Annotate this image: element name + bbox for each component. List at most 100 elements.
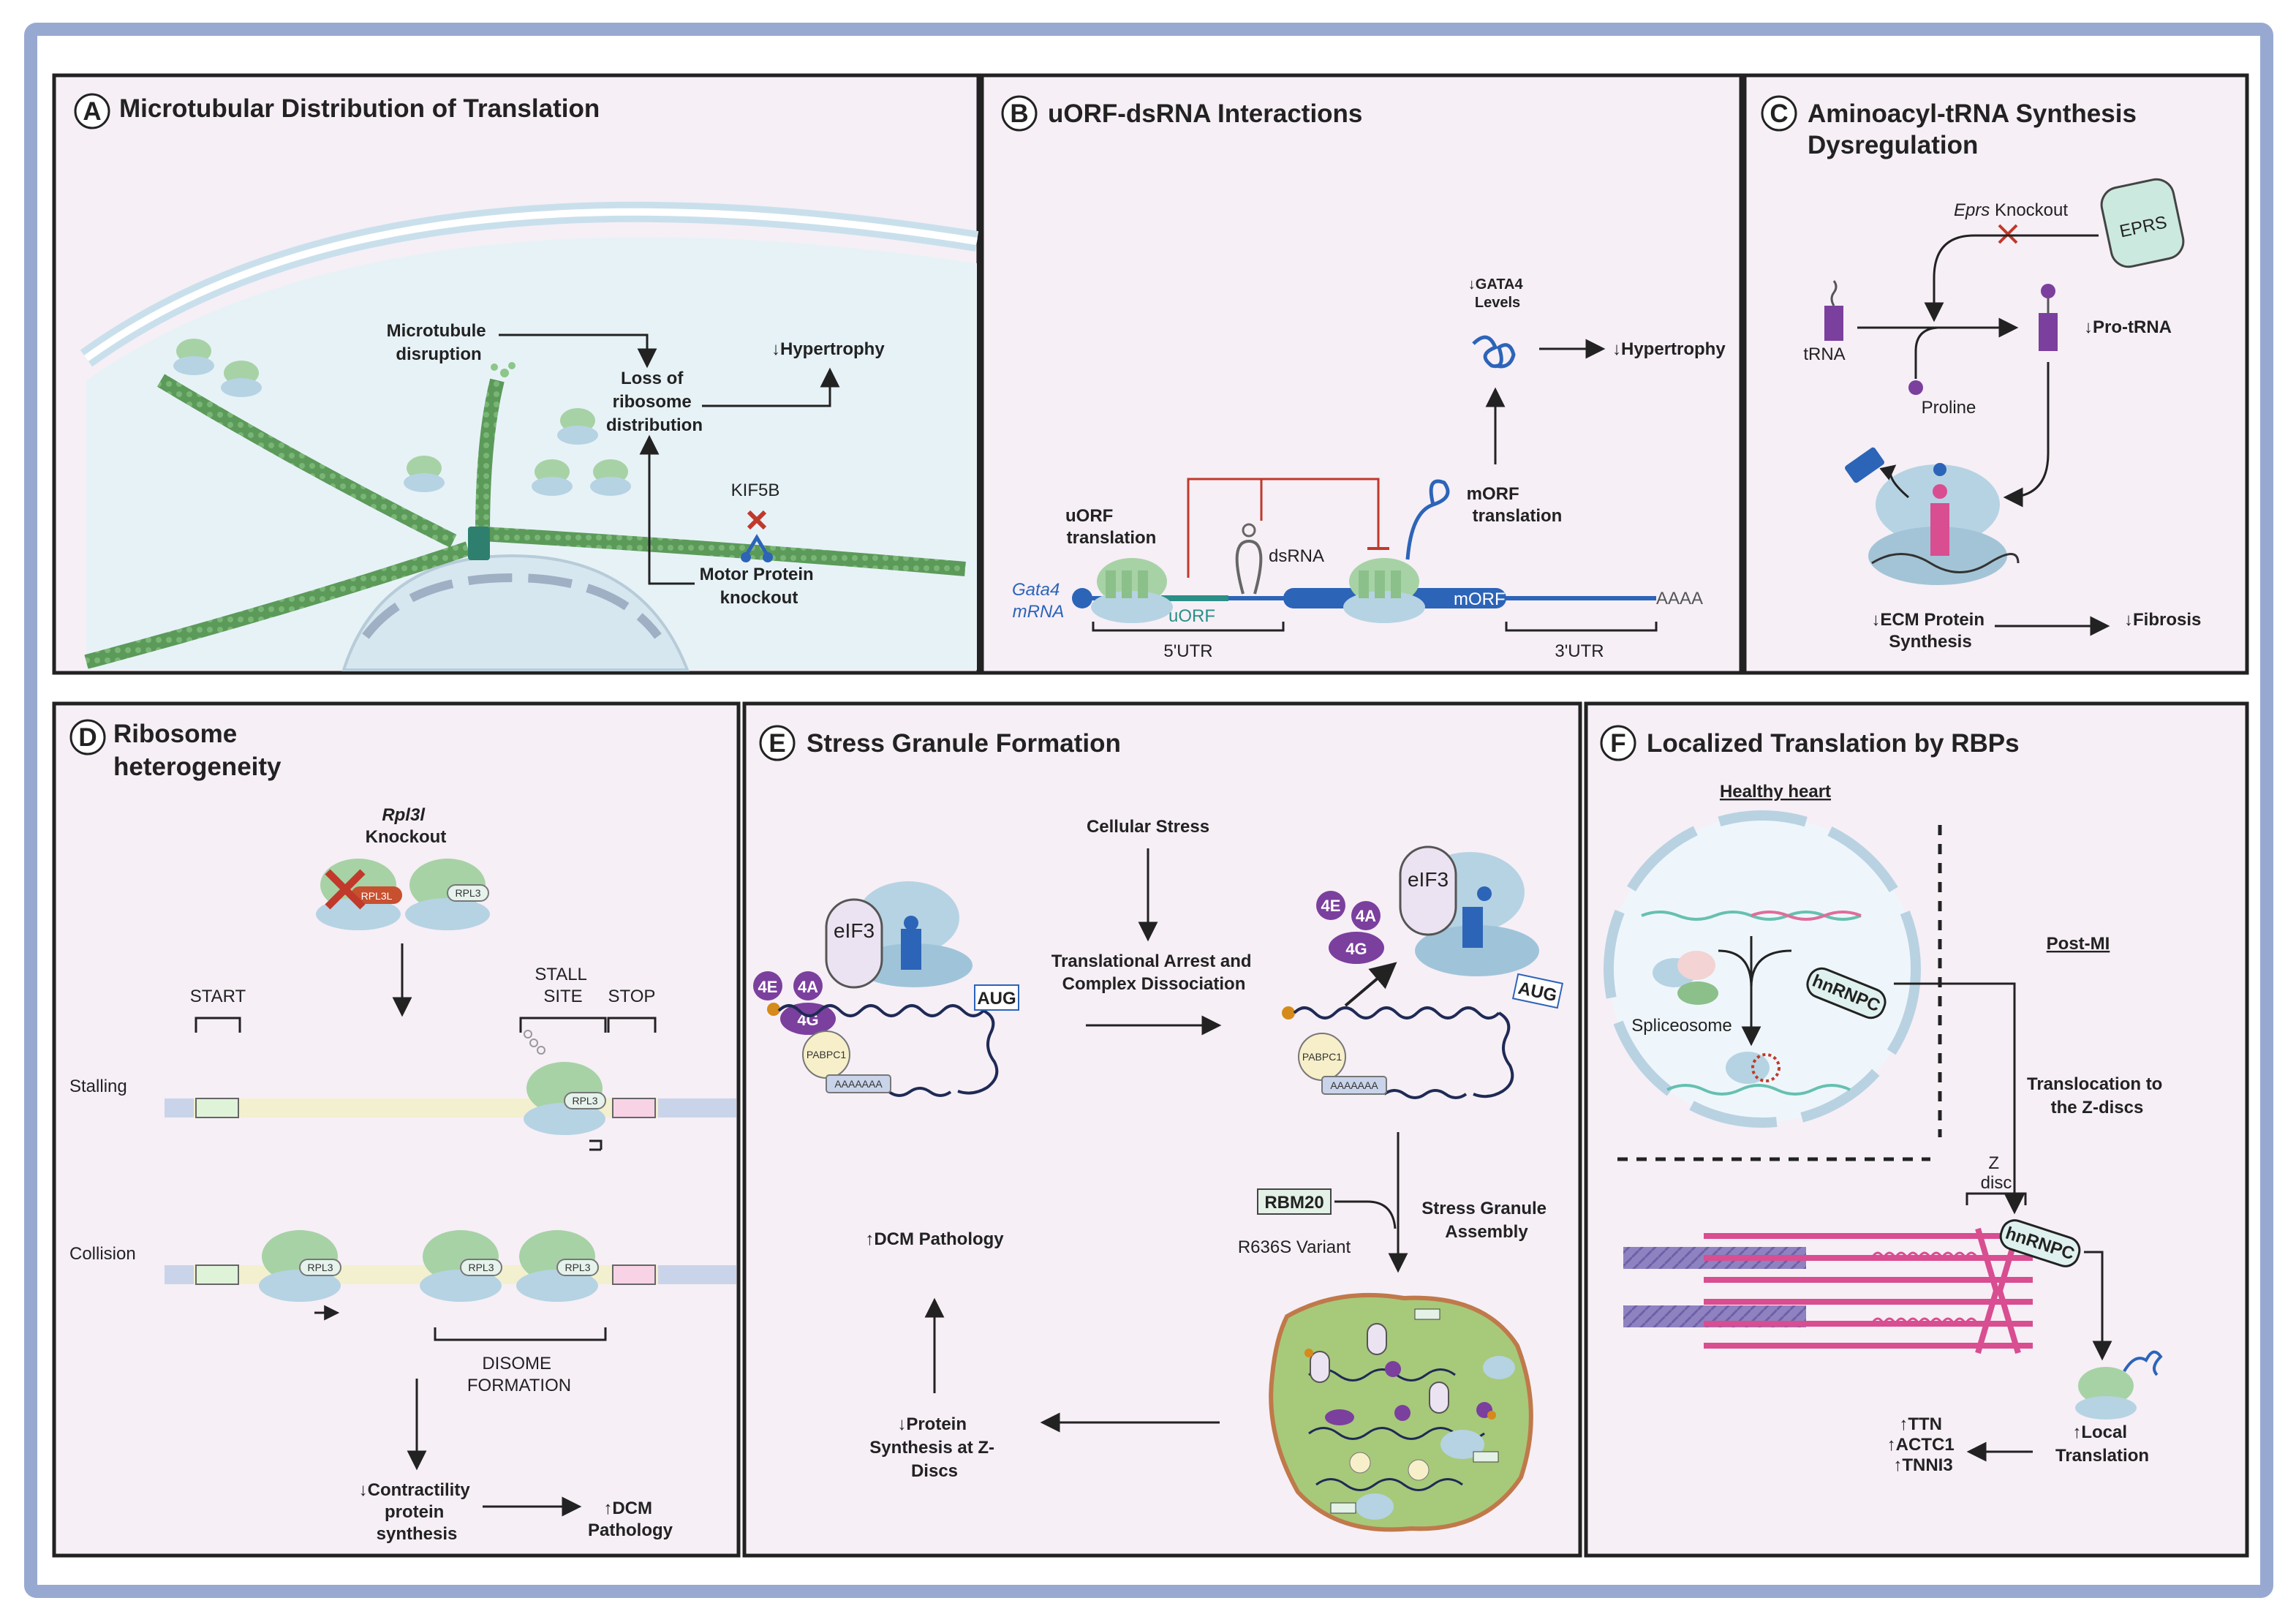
panel-d: D Ribosome heterogeneity Rpl3l Knockout … (52, 701, 741, 1558)
spliced-mrna-complex-icon (1666, 1052, 1851, 1096)
svg-text:RPL3: RPL3 (307, 1262, 333, 1273)
stop-codon (612, 1098, 656, 1118)
start-label: START (190, 987, 246, 1006)
svg-text:AAAAAAA: AAAAAAA (1330, 1079, 1378, 1091)
kif5b-motor-icon (741, 510, 773, 562)
polya-label: AAAA (1656, 589, 1703, 608)
initiation-complex-left: eIF3 4E 4A 4G AUG PABPC1 AAAAAAA (753, 881, 1019, 1097)
spliceosome-icon (1653, 951, 1718, 1005)
pro-trna-icon (2039, 313, 2058, 351)
aug-box (974, 984, 1019, 1011)
panel-e-badge (759, 725, 796, 761)
uorf-label: uORF (1168, 606, 1215, 626)
svg-text:RPL3: RPL3 (468, 1262, 494, 1273)
panel-d-title: Ribosome heterogeneity (113, 720, 282, 781)
stall-bracket (519, 1017, 607, 1033)
healthy-heart-label: Healthy heart (1720, 782, 1831, 802)
panel-e: E Stress Granule Formation eIF3 4E 4A 4G… (742, 701, 1582, 1558)
ribosome-local-icon (2075, 1350, 2163, 1420)
ribosome-morf-icon (1343, 558, 1425, 623)
ribosome-collision-icon: RPL3 (259, 1230, 341, 1321)
cell-membrane-inner (84, 208, 978, 362)
zdisc-bracket (1965, 1192, 2027, 1205)
panel-f-title: Localized Translation by RBPs (1647, 729, 2020, 758)
local-translation-label: ↑Local Translation (2055, 1422, 2149, 1466)
panel-e-title: Stress Granule Formation (807, 729, 1121, 758)
knockout-x-icon (1998, 224, 2018, 244)
rbm20-label: RBM20 (1264, 1193, 1323, 1213)
eprs-knockout-label: Eprs Knockout (1954, 200, 2068, 220)
panel-b-letter: B (1010, 99, 1028, 128)
arrow (1894, 982, 2025, 1215)
svg-text:AAAAAAA: AAAAAAA (834, 1078, 883, 1090)
start-codon (195, 1264, 239, 1285)
utr3-bracket (1505, 622, 1658, 632)
stalling-label: Stalling (69, 1077, 127, 1096)
ribosome-rpl3l-icon: RPL3L (316, 859, 402, 930)
stop-bracket (607, 1017, 657, 1033)
stop-codon (612, 1264, 656, 1285)
knockout-x-icon (325, 869, 366, 910)
inhibition-line (1187, 478, 1380, 578)
arrow (2084, 1251, 2112, 1361)
panel-f: F Localized Translation by RBPs Healthy … (1584, 701, 2249, 1558)
sg-assembly-label: Stress Granule Assembly (1421, 1199, 1551, 1242)
kif5b-label: KIF5B (731, 480, 780, 500)
nascent-protein-icon (1405, 479, 1450, 560)
panel-d-badge (69, 719, 106, 755)
utr5-bracket (1092, 622, 1285, 632)
svg-text:eIF3: eIF3 (1408, 868, 1449, 891)
microtubule-right (482, 527, 966, 576)
post-mi-label: Post-MI (2047, 934, 2110, 954)
hnrnpc-zdisc-box (1999, 1219, 2081, 1267)
panel-c-badge (1761, 95, 1797, 132)
spliceosome-label: Spliceosome (1631, 1016, 1732, 1036)
proline-icon (1908, 380, 1923, 395)
panel-a-letter: A (83, 97, 101, 126)
start-bracket (195, 1017, 241, 1033)
collision-label: Collision (69, 1244, 136, 1264)
ribosome-icon (404, 456, 445, 492)
ecm-label: ↓ECM Protein Synthesis (1871, 610, 1989, 652)
factor-4g-icon (780, 1003, 836, 1035)
proline-label: Proline (1922, 398, 1976, 418)
utr5-label: 5'UTR (1163, 641, 1212, 661)
ribosome-stalled-icon: RPL3 (524, 1030, 606, 1151)
svg-text:4G: 4G (1345, 940, 1367, 958)
nucleus-envelope (362, 573, 662, 639)
panel-b: B uORF-dsRNA Interactions uORF mORF AAAA… (980, 73, 1743, 675)
targets-label: ↑TTN ↑ACTC1 ↑TNNI3 (1887, 1414, 1960, 1475)
disome-label: DISOME FORMATION (467, 1354, 571, 1395)
ribosome-trna-icon (1845, 447, 2020, 585)
centrosome-icon (468, 527, 490, 560)
panel-b-title: uORF-dsRNA Interactions (1048, 99, 1362, 128)
mrna-cap-icon (1072, 588, 1092, 608)
zdisc-label: Z disc (1981, 1153, 2012, 1193)
panel-c: C Aminoacyl-tRNA Synthesis Dysregulation… (1742, 73, 2249, 675)
gata4-levels-label: ↓GATA4 Levels (1468, 276, 1527, 311)
ribosome-icon (173, 339, 214, 375)
loss-of-distribution-label: Loss of ribosome distribution (606, 369, 703, 435)
microtubule-lower (84, 541, 471, 669)
translocation-label: Translocation to the Z-discs (2027, 1074, 2167, 1117)
factor-4a-icon (793, 971, 823, 1000)
morf-label: mORF (1454, 589, 1506, 609)
ribosome-rpl3-icon: RPL3 (405, 859, 490, 930)
panel-a-badge (74, 93, 110, 129)
arrow (499, 333, 657, 369)
panel-d-letter: D (78, 723, 97, 752)
pro-trna-label: ↓Pro-tRNA (2084, 317, 2172, 337)
cellular-stress-label: Cellular Stress (1087, 817, 1209, 837)
stall-site-label: STALL SITE (535, 965, 591, 1006)
panel-f-letter: F (1610, 729, 1625, 758)
variant-label: R636S Variant (1238, 1237, 1351, 1257)
panel-a-title: Microtubular Distribution of Translation (119, 94, 600, 123)
ribosome-icon (532, 459, 573, 496)
trna-icon (1824, 306, 1843, 341)
ribosome-icon (590, 459, 631, 496)
microtubule-disruption-label: Microtubule disruption (387, 321, 491, 364)
ribosome-uorf-icon (1091, 558, 1173, 623)
arrow (702, 367, 840, 407)
arrow (1924, 234, 2099, 323)
ribosome-collision-icon: RPL3 (420, 1230, 502, 1302)
